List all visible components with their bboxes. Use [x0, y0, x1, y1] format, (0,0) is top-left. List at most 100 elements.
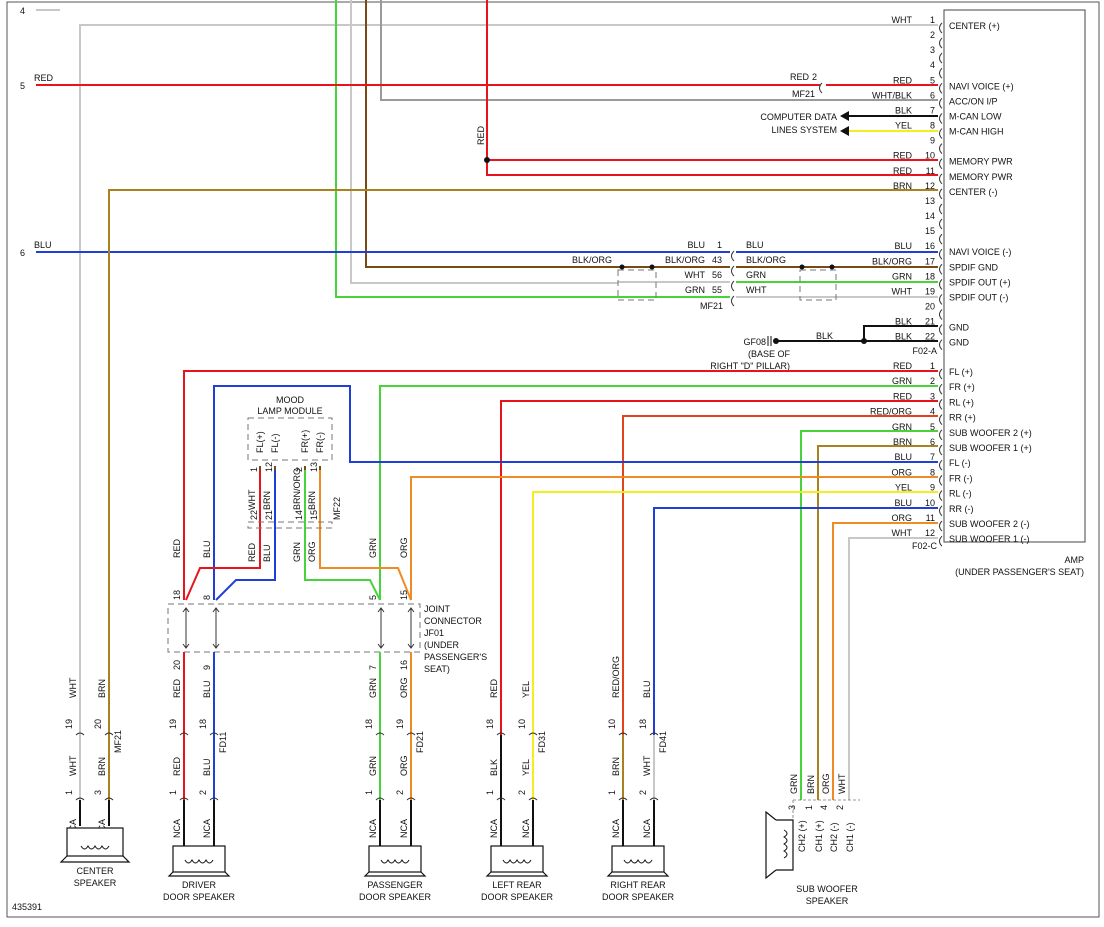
- speaker-name: CENTER: [76, 866, 114, 876]
- speaker-conn-name: FD21: [415, 731, 425, 753]
- speaker-upper-wire: BLU: [642, 680, 652, 698]
- amp-a-pin-num: 17: [925, 256, 935, 266]
- amp-a-pin-label: NAVI VOICE (+): [949, 81, 1014, 91]
- arrow-mcan-high-icon: [840, 126, 849, 136]
- spdif-mf21-name: MF21: [700, 301, 723, 311]
- amp-a-pin-label: SPDIF GND: [949, 262, 999, 272]
- amp-a-pin-num: 5: [930, 75, 935, 85]
- left-ref-number: 6: [20, 248, 25, 258]
- speaker-conn-name: FD31: [537, 731, 547, 753]
- amp-a-pin-label: M-CAN LOW: [949, 111, 1002, 121]
- computer-data-label-2: LINES SYSTEM: [771, 125, 837, 135]
- amp-a-pin-label: GND: [949, 338, 970, 348]
- wire-fl-minus: [213, 385, 938, 600]
- ground-loc-1: (BASE OF: [748, 349, 791, 359]
- amp-c-pin-label: SUB WOOFER 2 (-): [949, 519, 1030, 529]
- door-speaker-icon: [172, 845, 226, 873]
- speaker-name: DOOR SPEAKER: [163, 892, 236, 902]
- amp-c-wire-label: BRN: [893, 437, 912, 447]
- speaker-pin-cavity: [496, 797, 538, 801]
- speaker-pin: 2: [198, 790, 208, 795]
- ground-name: GF08: [743, 337, 766, 347]
- spdif-shield-left: [617, 264, 657, 301]
- amp-a-wire-label: RED: [893, 75, 913, 85]
- joint-top-pin: 15: [399, 590, 409, 600]
- amp-c-pin-label: FR (-): [949, 473, 973, 483]
- speaker-pin: 1: [607, 790, 617, 795]
- door-speaker-icon: [490, 845, 544, 873]
- speaker-lower-wire: ORG: [399, 755, 409, 776]
- speaker-name: DOOR SPEAKER: [359, 892, 432, 902]
- amp-c-wire-label: ORG: [891, 513, 912, 523]
- amp-c-pin-cavity: [939, 399, 943, 410]
- amp-a-pin-num: 18: [925, 271, 935, 281]
- subwoofer-cone-icon: [765, 810, 777, 880]
- amp-connector-c: F02-C: [912, 541, 938, 551]
- amp-a-pin-num: 2: [930, 30, 935, 40]
- speaker-pin: 1: [364, 790, 374, 795]
- mood-pin-number: 12: [264, 462, 274, 472]
- speaker-coil-icon: [380, 859, 410, 864]
- amp-a-wire-label: WHT: [892, 15, 913, 25]
- amp-a-pin-num: 20: [925, 302, 935, 312]
- speaker-pin-cavity: [179, 797, 219, 801]
- wire-sw2-minus: [832, 522, 938, 800]
- arrow-mcan-low-icon: [840, 111, 849, 121]
- subwoofer-connector: [792, 799, 860, 820]
- mf22-wire-label: ORG: [307, 541, 317, 562]
- speaker-conn-pin: 18: [364, 719, 374, 729]
- speaker-pin: 2: [395, 790, 405, 795]
- amp-a-pin-cavity: [939, 279, 943, 290]
- amp-a-pin-num: 8: [930, 121, 935, 131]
- speaker-lower-wire: RED: [172, 756, 182, 776]
- subwoofer-channel-label: CH2 (+): [797, 820, 807, 852]
- amp-c-pin-num: 10: [925, 498, 935, 508]
- speaker-nca: NCA: [368, 819, 378, 838]
- wire-rr-minus: [653, 507, 938, 735]
- mood-pin-label: FL(+): [255, 431, 265, 453]
- mf21-top-pin: 2: [812, 72, 817, 82]
- amp-c-pin-cavity: [939, 459, 943, 471]
- subwoofer-pin: 4: [819, 805, 829, 810]
- spdif-pin: 1: [717, 240, 722, 250]
- amp-a-pin-num: 10: [925, 151, 935, 161]
- wire-sw1-plus: [817, 445, 938, 800]
- joint-label-4: (UNDER: [424, 640, 459, 650]
- speaker-conn-pin: 18: [485, 719, 495, 729]
- mood-wire-label: WHT: [247, 489, 257, 510]
- mood-lamp-box: [247, 417, 333, 461]
- speaker-nca: NCA: [399, 819, 409, 838]
- speaker-pin-cavity: [75, 797, 114, 801]
- mood-pin-number: 1: [249, 467, 259, 472]
- door-speaker-icon: [611, 845, 665, 873]
- amp-a-pin-cavity: [939, 128, 943, 139]
- speaker-nca: NCA: [521, 819, 531, 838]
- speaker-upper-wire: RED: [489, 678, 499, 698]
- amp-a-wire-label: RED: [893, 151, 913, 161]
- speaker-upper-wire: BRN: [97, 679, 107, 698]
- speaker-coil-icon: [80, 845, 110, 850]
- amp-a-pin-cavity: [939, 37, 943, 49]
- subwoofer-pin: 2: [835, 805, 845, 810]
- mf22-pin-number: 15: [309, 510, 319, 520]
- speaker-pin-cavity: [618, 797, 659, 801]
- amp-a-pin-num: 15: [925, 226, 935, 236]
- spdif-shield-right: [799, 264, 837, 301]
- speaker-conn-name: FD41: [658, 731, 668, 753]
- amp-a-wire-label: BLK: [895, 332, 912, 342]
- speaker-conn-pin: 10: [517, 719, 527, 729]
- amp-c-pin-cavity: [939, 414, 943, 425]
- speaker-conn-pin: 19: [395, 719, 405, 729]
- spdif-cavity: [731, 265, 735, 277]
- spdif-cavity: [731, 280, 735, 292]
- amp-c-pin-num: 6: [930, 437, 935, 447]
- amp-c-wire-label: RED: [893, 391, 913, 401]
- amp-c-wire-label: RED/ORG: [870, 407, 912, 417]
- amp-location: (UNDER PASSENGER'S SEAT): [955, 567, 1084, 577]
- amp-a-pin-cavity: [939, 233, 943, 245]
- speaker-cone-icon: [167, 871, 231, 877]
- joint-top-wire: BLU: [202, 540, 212, 558]
